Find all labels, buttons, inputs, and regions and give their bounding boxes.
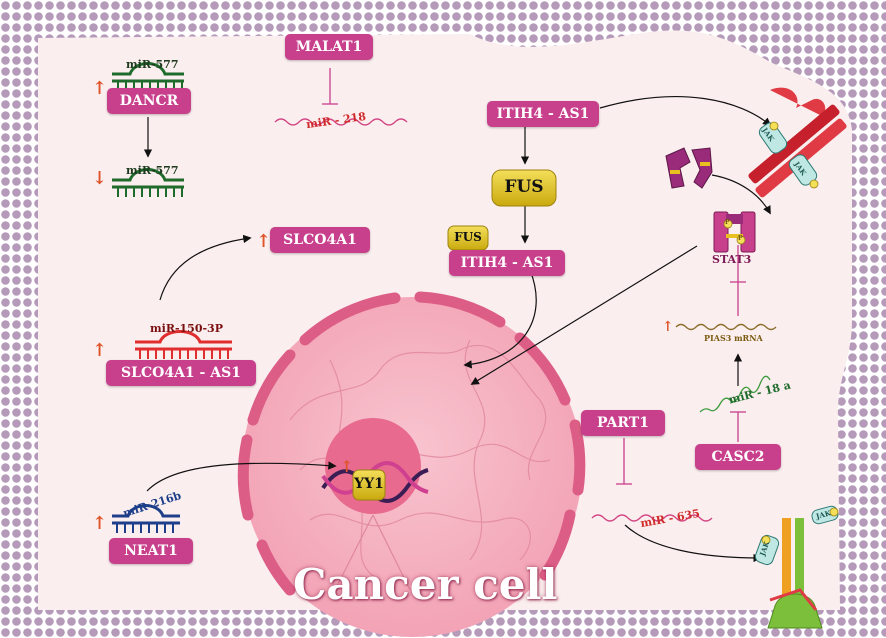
pias3-mrna-label: PIAS3 mRNA <box>704 333 763 343</box>
fus-large-label: FUS <box>504 177 544 197</box>
dancr-up-arrow: ↑ <box>92 78 108 99</box>
yy1-label: YY1 <box>354 476 384 492</box>
neat1-label: NEAT1 <box>109 538 193 564</box>
inhibition-lines <box>322 68 746 485</box>
stat3-dimer <box>713 211 756 253</box>
rna-strands <box>274 118 777 522</box>
slco4a1-label: SLCO4A1 <box>270 227 370 253</box>
jak-receptor-top <box>748 87 847 198</box>
mir577-bottom-label: miR-577 <box>126 164 179 177</box>
itih4-as1-bottom-label: ITIH4 - AS1 <box>449 250 565 276</box>
fus-protein-large <box>491 169 557 207</box>
part1-label: PART1 <box>581 410 665 436</box>
mir216b-hairpin <box>112 504 180 533</box>
pias3-up-arrow: ↑ <box>662 319 674 335</box>
yy1-protein <box>352 469 386 501</box>
diagram-title: Cancer cell <box>293 560 558 609</box>
slco4a1-up-arrow: ↑ <box>256 231 272 252</box>
itih4-as1-top-label: ITIH4 - AS1 <box>487 101 599 127</box>
fus-small-label: FUS <box>454 230 482 244</box>
malat1-label: MALAT1 <box>285 34 373 60</box>
stat3-monomers <box>665 147 713 189</box>
slco4a1-as1-label: SLCO4A1 - AS1 <box>106 360 256 386</box>
nucleus-callout <box>334 514 411 591</box>
mir577-top-label: miR-577 <box>126 58 179 71</box>
jak-receptor-bottom <box>754 505 839 629</box>
mir150-3p-label: miR-150-3P <box>150 322 223 335</box>
mir577-down-arrow: ↓ <box>92 168 108 189</box>
phosphate-label-1: P <box>725 219 730 226</box>
slco4a1-as1-up-arrow: ↑ <box>92 340 108 361</box>
yy1-nuclear-spot <box>325 418 421 514</box>
casc2-label: CASC2 <box>695 444 781 470</box>
phosphate-label-2: P <box>738 235 743 242</box>
neat1-up-arrow: ↑ <box>92 513 108 534</box>
dna-helix <box>321 461 429 503</box>
arrows <box>143 96 772 563</box>
nuclear-envelope-segments <box>237 291 586 596</box>
mir150-3p-hairpin <box>135 330 232 359</box>
dancr-label: DANCR <box>107 88 191 114</box>
yy1-up-arrow: ↑ <box>340 457 354 476</box>
mir577-hairpin-bottom <box>112 168 184 197</box>
stat3-label: STAT3 <box>712 253 752 266</box>
mir577-hairpin-top <box>112 62 184 91</box>
